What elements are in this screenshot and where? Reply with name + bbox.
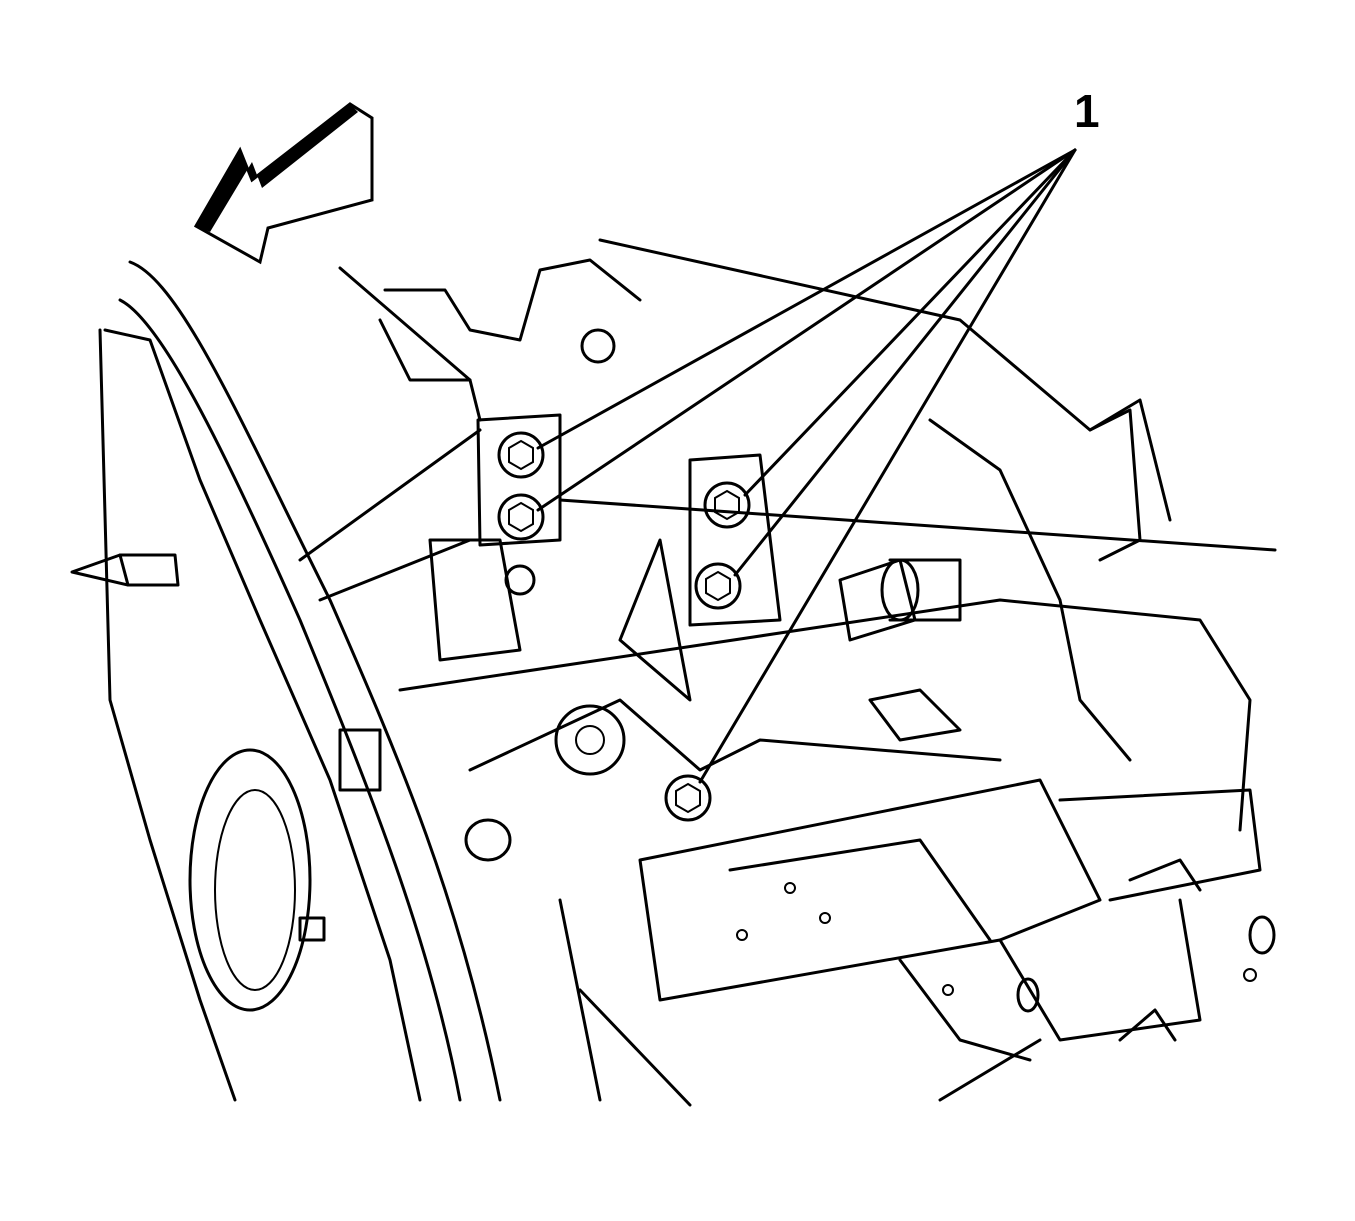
- bolt: [694, 562, 742, 610]
- callout-leaders: [536, 148, 1077, 784]
- bracket-assembly: [298, 238, 1277, 1107]
- callout-label-1: 1: [1074, 85, 1100, 137]
- bolts: [497, 328, 751, 822]
- bolt: [504, 564, 536, 596]
- bolt: [580, 328, 616, 364]
- door-frame: [70, 260, 502, 1102]
- bolt: [497, 431, 545, 479]
- front-arrow-icon: [193, 102, 374, 265]
- bolt: [497, 493, 545, 541]
- bolt: [664, 774, 712, 822]
- bolt: [703, 481, 751, 529]
